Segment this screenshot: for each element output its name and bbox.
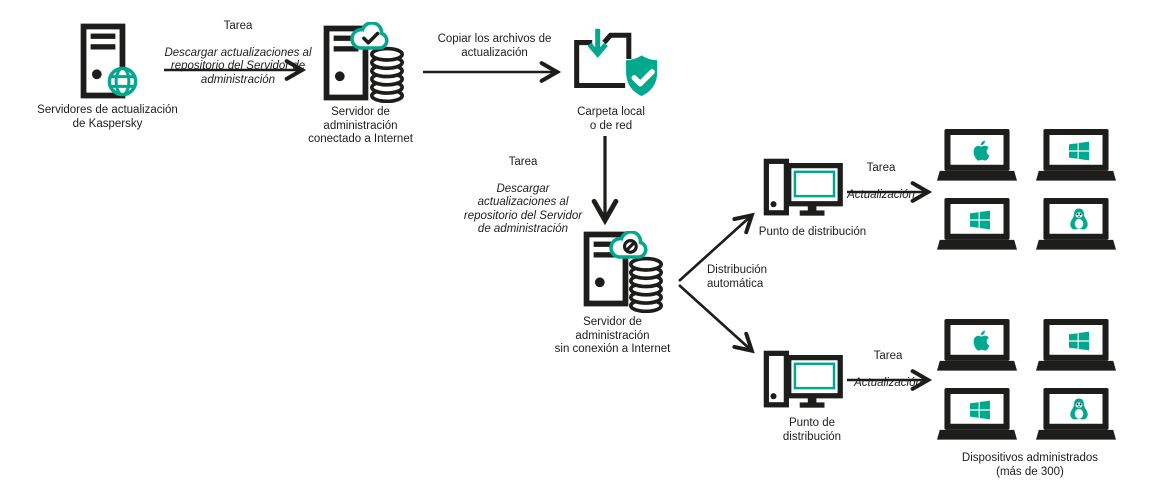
admin-server-offline-icon xyxy=(583,230,669,314)
node-label-distribution-point-bottom: Punto de distribución xyxy=(782,417,842,443)
edge-label-automatic-distribution: Distribución automática xyxy=(707,264,768,290)
database-icon xyxy=(368,46,406,103)
laptop-windows-icon xyxy=(1036,318,1116,372)
laptop-linux-icon xyxy=(1036,387,1116,441)
laptop-windows-icon xyxy=(937,197,1017,251)
caption-managed-devices: Dispositivos administrados (más de 300) xyxy=(961,452,1099,478)
laptop-apple-icon xyxy=(937,318,1017,372)
edge-label-update-task-bottom: Tarea Actualización xyxy=(843,336,933,390)
node-label-admin-server-online: Servidor de administración conectado a I… xyxy=(308,106,413,145)
edge-label-copy-files: Copiar los archivos de actualización xyxy=(437,33,552,59)
cloud-check-icon xyxy=(350,22,391,52)
node-label-kaspersky-update-servers: Servidores de actualización de Kaspersky xyxy=(37,104,178,130)
edge-label-update-task-top: Tarea Actualización xyxy=(836,148,926,202)
cloud-blocked-icon xyxy=(609,231,650,261)
task-detail: Actualización xyxy=(854,376,922,389)
edge-label-download-task-1: Tarea Descargar actualizaciones al repos… xyxy=(157,6,319,87)
laptop-apple-icon xyxy=(937,128,1017,182)
distribution-point-bottom-icon xyxy=(763,350,845,411)
task-title: Tarea xyxy=(873,349,903,362)
node-label-local-folder: Carpeta local o de red xyxy=(577,106,645,132)
task-title: Tarea xyxy=(508,155,538,168)
task-detail: Descargar actualizaciones al repositorio… xyxy=(164,46,312,86)
task-title: Tarea xyxy=(866,161,896,174)
edge-label-download-task-2: Tarea Descargar actualizaciones al repos… xyxy=(440,142,606,237)
admin-server-online-icon xyxy=(323,24,409,104)
task-detail: Descargar actualizaciones al repositorio… xyxy=(463,182,583,236)
update-server-icon xyxy=(80,22,156,104)
folder-download-shield-icon xyxy=(570,27,662,102)
globe-icon xyxy=(106,65,139,98)
task-detail: Actualización xyxy=(847,188,915,201)
node-label-admin-server-offline: Servidor de administración sin conexión … xyxy=(554,316,671,355)
laptop-linux-icon xyxy=(1036,197,1116,251)
node-label-distribution-point-top: Punto de distribución xyxy=(758,226,867,238)
database-icon xyxy=(627,256,665,313)
laptop-windows-icon xyxy=(937,387,1017,441)
laptop-windows-icon xyxy=(1036,128,1116,182)
task-title: Tarea xyxy=(223,19,253,32)
distribution-point-top-icon xyxy=(763,158,845,219)
